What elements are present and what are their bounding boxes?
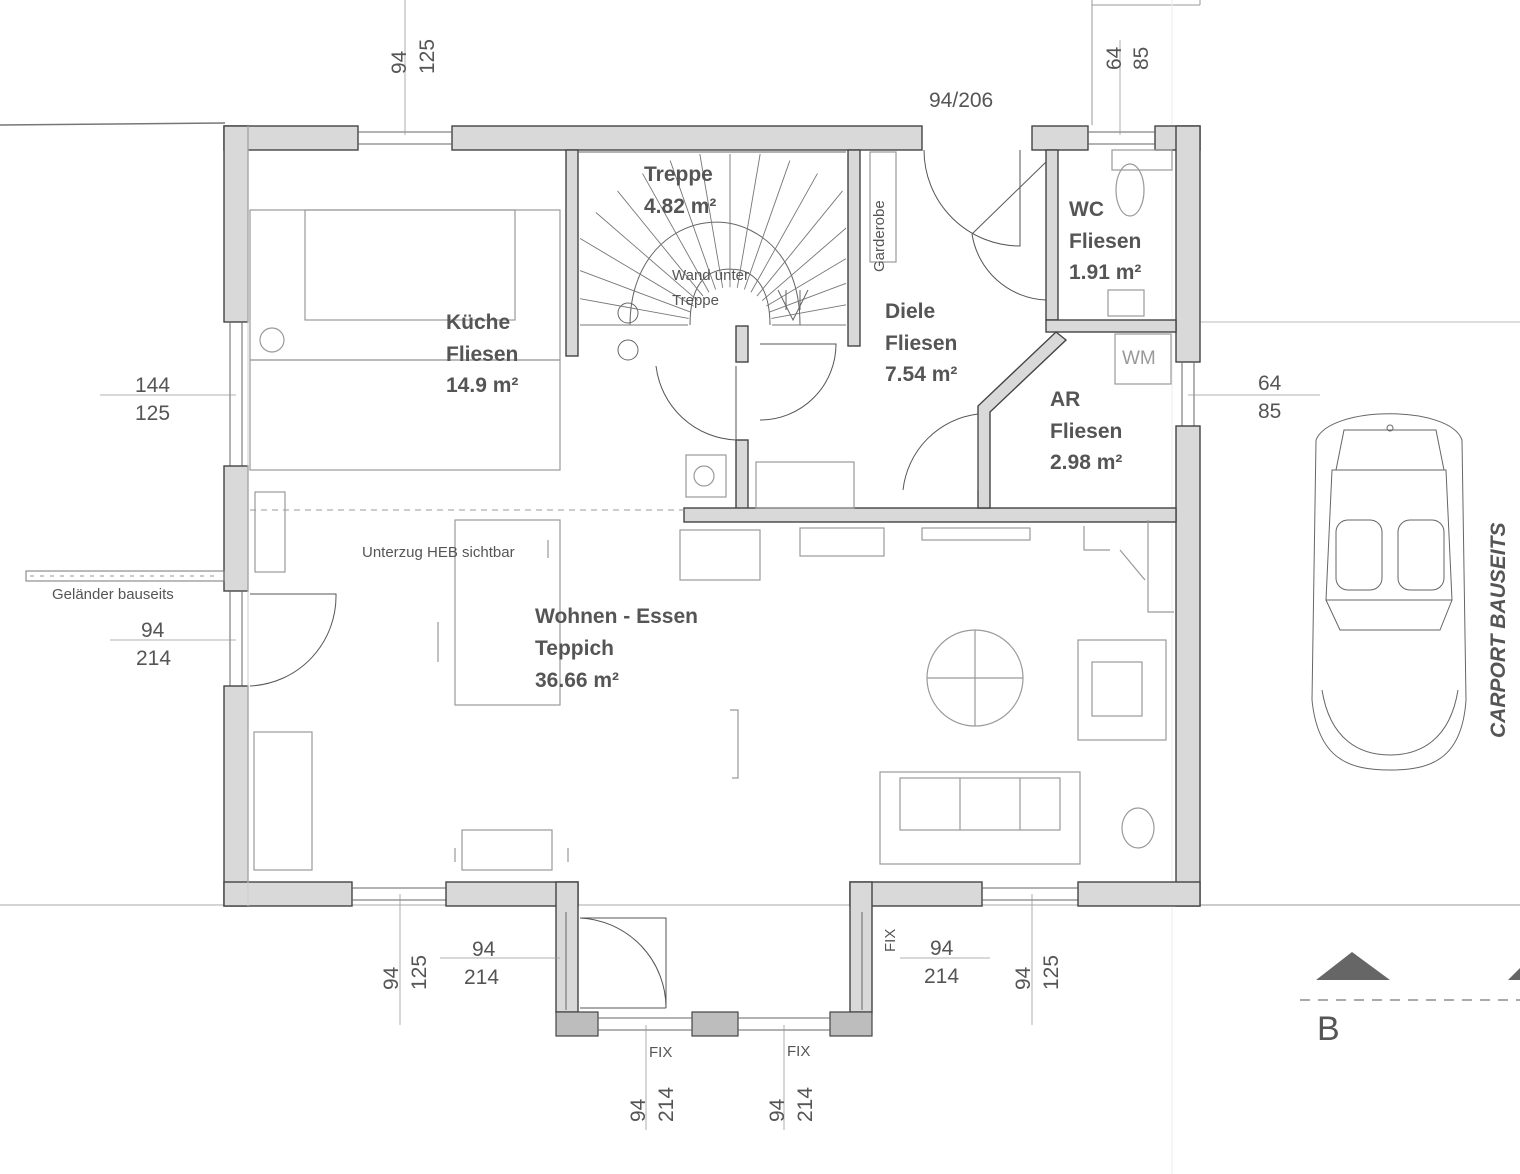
stair-tread: [766, 258, 847, 307]
svg-text:94: 94: [766, 1098, 789, 1122]
room-name: Diele: [885, 300, 935, 323]
room-wohnen: Wohnen - Essen Teppich 36.66 m²: [535, 605, 698, 692]
interior-walls: [565, 149, 1177, 523]
svg-text:144: 144: [135, 374, 170, 397]
stair-tread: [761, 227, 847, 302]
fix-label: FIX: [882, 929, 899, 952]
gelaender-note: Geländer bauseits: [52, 586, 174, 603]
room-wc: WC Fliesen 1.91 m²: [1069, 198, 1141, 284]
room-diele: Diele Fliesen 7.54 m²: [885, 300, 957, 386]
unterzug-note: Unterzug HEB sichtbar: [362, 544, 515, 561]
room-treppe: Treppe 4.82 m² Wand unter Treppe: [644, 163, 749, 309]
room-floor: Fliesen: [1069, 230, 1141, 253]
svg-text:94: 94: [472, 938, 496, 961]
carport-label: CARPORT BAUSEITS: [1487, 523, 1510, 738]
svg-text:94: 94: [380, 966, 403, 990]
svg-text:214: 214: [655, 1087, 678, 1122]
dim-bottom-right-window: 94 125: [1012, 955, 1063, 990]
stair-tread: [579, 298, 689, 319]
room-name: Treppe: [644, 163, 713, 186]
svg-text:214: 214: [464, 966, 499, 989]
svg-text:94: 94: [1012, 966, 1035, 990]
dim-left-kitchen-window: 144 125: [135, 374, 170, 425]
section-marker: [1316, 952, 1520, 980]
svg-text:125: 125: [408, 955, 431, 990]
garderobe-label: Garderobe: [871, 200, 888, 272]
svg-text:94: 94: [141, 619, 165, 642]
dim-bottom-right-fix: 94 214: [924, 937, 959, 988]
svg-text:94: 94: [627, 1098, 650, 1122]
stair-tread: [699, 153, 724, 288]
room-name: Küche: [446, 311, 510, 334]
svg-text:214: 214: [794, 1087, 817, 1122]
dim-bay-left-fix: 94 214: [627, 1087, 678, 1122]
svg-text:64: 64: [1103, 46, 1126, 70]
room-area: 4.82 m²: [644, 195, 716, 218]
wm-label: WM: [1122, 348, 1156, 369]
room-area: 36.66 m²: [535, 669, 619, 692]
room-kueche: Küche Fliesen 14.9 m²: [446, 311, 518, 397]
room-floor: Fliesen: [1050, 420, 1122, 443]
svg-text:125: 125: [135, 402, 170, 425]
room-name: Wohnen - Essen: [535, 605, 698, 628]
balcony-railing: [25, 570, 225, 582]
dim-right-ar-window: 64 85: [1258, 372, 1282, 423]
svg-text:85: 85: [1258, 400, 1281, 423]
room-area: 2.98 m²: [1050, 451, 1122, 474]
svg-text:94: 94: [388, 50, 411, 74]
stair-tread: [595, 212, 699, 302]
room-name: AR: [1050, 388, 1080, 411]
svg-text:125: 125: [416, 39, 439, 74]
dimension-lines: [100, 0, 1320, 1130]
room-area: 14.9 m²: [446, 374, 518, 397]
room-name: WC: [1069, 198, 1104, 221]
stair-tread: [617, 190, 704, 297]
room-area: 1.91 m²: [1069, 261, 1141, 284]
svg-text:85: 85: [1130, 47, 1153, 70]
stair-tread: [769, 282, 847, 313]
room-ar: AR Fliesen 2.98 m²: [1050, 388, 1122, 474]
car-icon: [1311, 413, 1467, 771]
dim-top-wc-window: 64 85: [1103, 46, 1153, 70]
room-floor: Fliesen: [446, 343, 518, 366]
room-area: 7.54 m²: [885, 363, 957, 386]
room-floor: Teppich: [535, 637, 614, 660]
dim-top-left-window: 94 125: [388, 39, 439, 74]
fix-label: FIX: [787, 1043, 810, 1060]
stair-note: Wand unter: [672, 267, 749, 284]
exterior-walls: [223, 125, 1201, 907]
bay-window: [555, 881, 873, 1037]
stair-tread: [756, 190, 843, 297]
section-label: B: [1317, 1010, 1340, 1048]
svg-text:125: 125: [1040, 955, 1063, 990]
stair-tread: [579, 270, 691, 313]
svg-text:214: 214: [924, 965, 959, 988]
stair-tread: [579, 238, 694, 307]
fix-label: FIX: [649, 1044, 672, 1061]
dim-bottom-entry-door: 94 214: [464, 938, 499, 989]
stair-tread: [669, 160, 717, 290]
staircase: [578, 151, 847, 361]
room-floor: Fliesen: [885, 332, 957, 355]
svg-text:94: 94: [930, 937, 954, 960]
stair-tread: [750, 173, 818, 293]
svg-text:214: 214: [136, 647, 171, 670]
dim-left-door: 94 214: [136, 619, 171, 670]
dim-bottom-left-window: 94 125: [380, 955, 431, 990]
stair-tread: [771, 304, 847, 319]
svg-text:64: 64: [1258, 372, 1282, 395]
stair-tread: [642, 173, 710, 293]
furniture: [247, 126, 1174, 906]
doors: [249, 149, 1047, 1009]
dim-top-door: 94/206: [929, 89, 993, 112]
stair-note: Treppe: [672, 292, 719, 309]
dim-bay-right-fix: 94 214: [766, 1087, 817, 1122]
stair-tread: [743, 160, 791, 290]
stair-tread: [736, 153, 761, 288]
